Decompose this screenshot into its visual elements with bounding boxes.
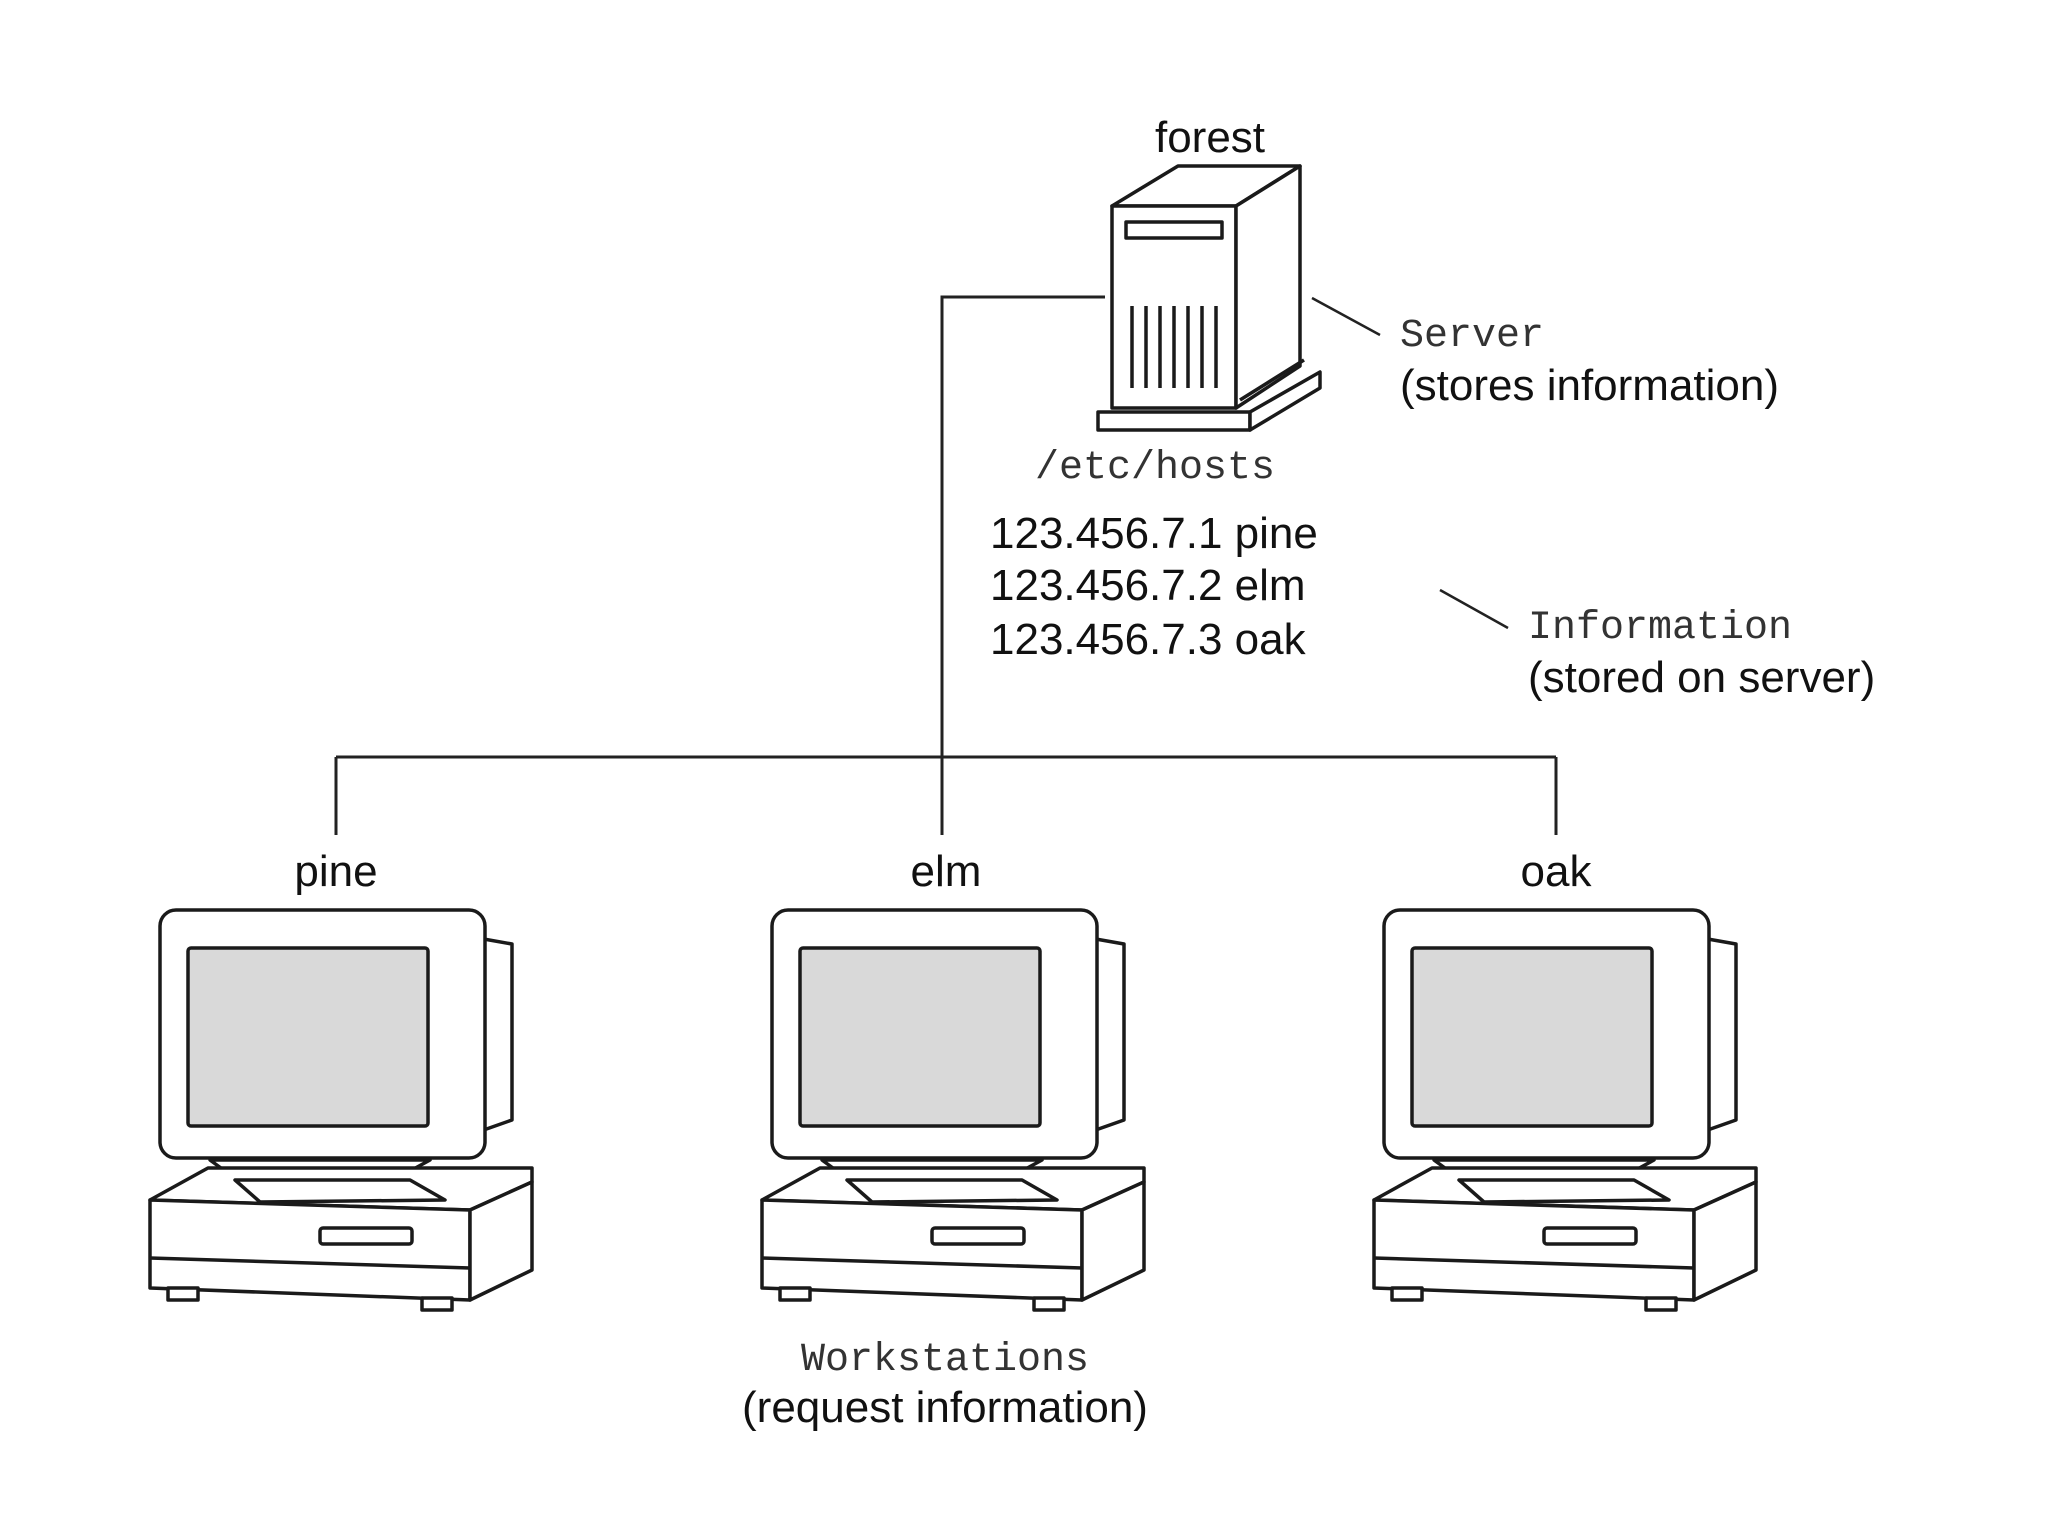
info-leader-line bbox=[1439, 588, 1509, 630]
server-icon bbox=[1096, 164, 1322, 432]
server-role-title: Server bbox=[1400, 314, 1544, 359]
server-role-desc: (stores information) bbox=[1400, 361, 1779, 410]
workstation-pine: pine bbox=[148, 847, 534, 1312]
computer-icon bbox=[760, 908, 1146, 1312]
workstation-name-elm: elm bbox=[911, 847, 982, 896]
computer-icon bbox=[1372, 908, 1758, 1312]
workstation-name-pine: pine bbox=[294, 847, 377, 896]
workstations-title: Workstations bbox=[801, 1338, 1089, 1383]
workstation-name-oak: oak bbox=[1521, 847, 1593, 896]
hosts-entry-elm: 123.456.7.2 elm bbox=[990, 561, 1306, 610]
info-title: Information bbox=[1528, 606, 1792, 651]
server-hostname: forest bbox=[1155, 113, 1265, 162]
hosts-entries: 123.456.7.1 pine 123.456.7.2 elm 123.456… bbox=[990, 509, 1318, 664]
computer-icon bbox=[148, 908, 534, 1312]
workstation-oak: oak bbox=[1372, 847, 1758, 1312]
hosts-file-path: /etc/hosts bbox=[1035, 446, 1275, 491]
hosts-entry-pine: 123.456.7.1 pine bbox=[990, 509, 1318, 558]
workstations-desc: (request information) bbox=[742, 1383, 1148, 1432]
network-lines bbox=[334, 295, 1558, 835]
server-uplink-line bbox=[940, 295, 1105, 835]
hosts-entry-oak: 123.456.7.3 oak bbox=[990, 615, 1307, 664]
workstation-elm: elm bbox=[760, 847, 1146, 1312]
server-leader-line bbox=[1311, 296, 1381, 337]
info-desc: (stored on server) bbox=[1528, 653, 1875, 702]
